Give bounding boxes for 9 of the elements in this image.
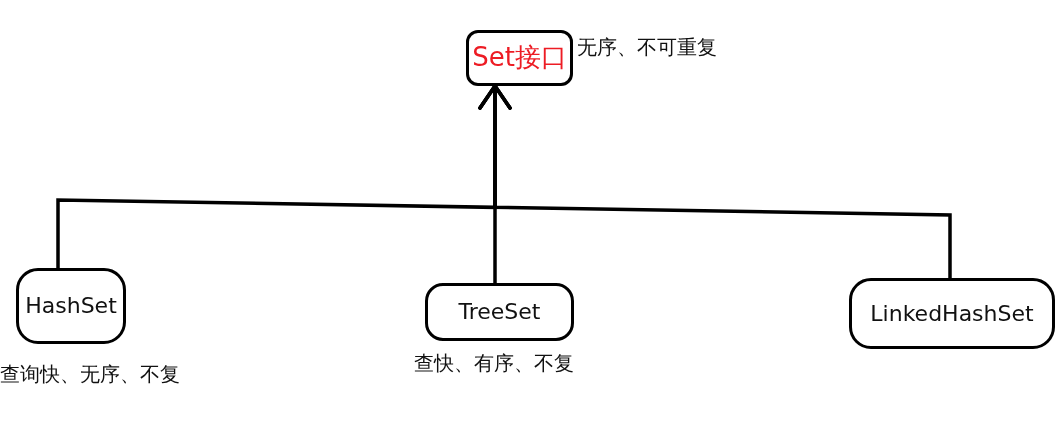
connector-arrow <box>478 84 952 278</box>
box-label: Set接口 <box>472 43 567 73</box>
box-label: HashSet <box>25 293 117 319</box>
box-label: TreeSet <box>458 299 541 325</box>
note-text: 查快、有序、不复 <box>413 350 574 375</box>
note-text: 无序、不可重复 <box>576 34 717 59</box>
rounded-box <box>849 278 1055 349</box>
box-label: LinkedHashSet <box>870 300 1034 327</box>
note-text: 查询快、无序、不复 <box>0 361 180 386</box>
